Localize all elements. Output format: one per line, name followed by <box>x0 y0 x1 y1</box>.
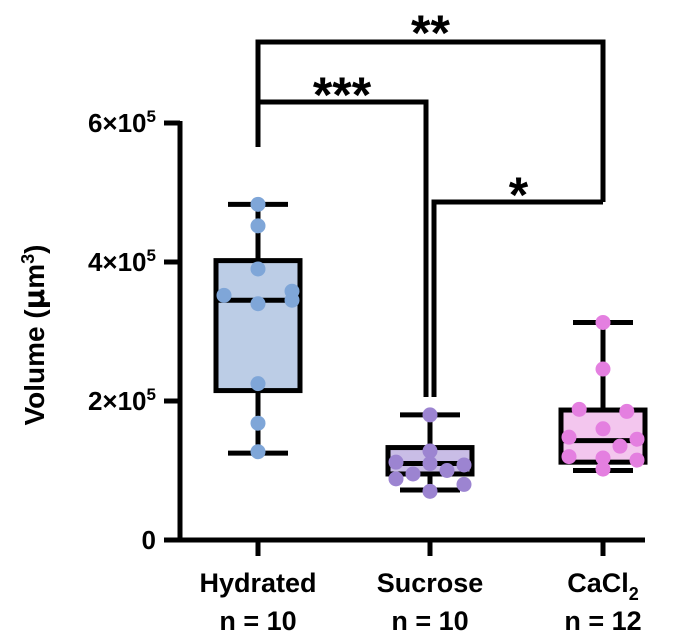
bracket-line <box>255 39 606 202</box>
category-label: Sucrose <box>377 568 484 598</box>
y-axis-label-text: Volume ( <box>19 309 50 426</box>
data-point <box>456 457 472 473</box>
y-axis-label-close: ) <box>19 244 50 253</box>
bracket-line <box>431 199 603 397</box>
data-point <box>456 476 472 492</box>
significance-bracket: * <box>431 167 603 397</box>
data-point <box>250 196 266 212</box>
data-point <box>422 407 438 423</box>
box <box>213 258 303 394</box>
data-point <box>595 450 611 466</box>
significance-bracket: ** <box>255 5 606 202</box>
data-point <box>629 452 645 468</box>
data-point <box>388 454 404 470</box>
y-axis-label: Volume (μm3) <box>18 244 51 425</box>
category-n-label: n = 10 <box>391 606 468 636</box>
y-tick-label: 4×105 <box>88 246 156 277</box>
data-point <box>422 456 438 472</box>
category-label: CaCl2 <box>567 568 639 604</box>
significance-stars: *** <box>313 67 372 123</box>
significance-stars: * <box>509 167 529 223</box>
data-point <box>595 421 611 437</box>
data-point <box>595 361 611 377</box>
data-point <box>612 438 628 454</box>
y-tick-label: 6×105 <box>88 107 156 138</box>
group-sucrose: Sucrose n = 10 <box>377 407 484 636</box>
axes: 0 2×105 4×105 6×105 <box>88 107 645 556</box>
data-point <box>250 415 266 431</box>
data-point <box>216 287 232 303</box>
data-point <box>619 403 635 419</box>
data-point <box>250 376 266 392</box>
bracket-line <box>255 99 429 397</box>
data-point <box>250 261 266 277</box>
data-point <box>439 463 455 478</box>
data-point <box>561 429 577 445</box>
y-tick-label: 2×105 <box>88 385 156 416</box>
data-point <box>561 449 577 465</box>
data-point <box>571 401 587 417</box>
data-point <box>284 292 300 308</box>
significance-bracket: *** <box>255 67 429 397</box>
y-axis-label-exp: 3 <box>18 254 38 264</box>
y-tick-label: 0 <box>142 525 156 555</box>
category-label: Hydrated <box>199 568 316 598</box>
significance-brackets: ****** <box>255 5 606 397</box>
category-n-label: n = 10 <box>219 606 296 636</box>
data-point <box>250 444 266 460</box>
data-point <box>595 314 611 330</box>
data-point <box>629 431 645 447</box>
category-n-label: n = 12 <box>564 606 641 636</box>
y-axis-label-mu: μ <box>18 289 51 310</box>
data-point <box>388 471 404 487</box>
data-point <box>250 296 266 312</box>
group-hydrated: Hydrated n = 10 <box>199 196 317 636</box>
significance-stars: ** <box>411 5 450 61</box>
data-point <box>250 218 266 234</box>
data-point <box>422 443 438 459</box>
data-point <box>595 461 611 477</box>
data-point <box>405 466 421 482</box>
y-axis-label-m: m <box>19 264 50 289</box>
data-point <box>422 483 438 499</box>
